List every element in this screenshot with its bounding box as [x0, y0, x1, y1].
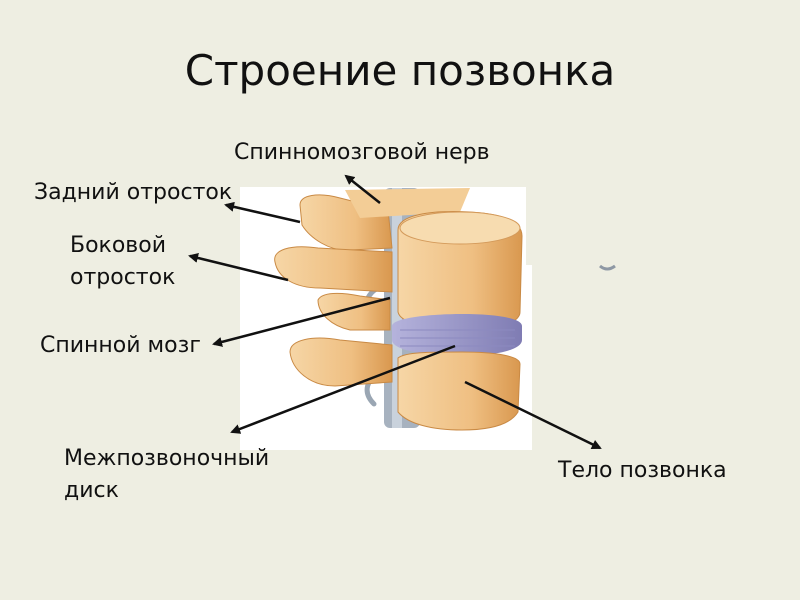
intervertebral-disc-shape — [392, 314, 522, 356]
arrow-lateral-process — [188, 253, 289, 282]
label-disc-line2: диск — [64, 478, 119, 503]
label-posterior-process: Задний отросток — [34, 180, 233, 205]
arrow-posterior-process — [224, 201, 301, 224]
arrow-vertebral-body — [464, 380, 602, 450]
label-disc-line1: Межпозвоночный — [64, 446, 270, 471]
label-spinal-cord: Спинной мозг — [40, 333, 201, 358]
arrow-disc — [230, 344, 456, 434]
arrow-spinal-cord — [212, 296, 391, 347]
slide-title: Строение позвонка — [184, 46, 616, 95]
arrow-spinal-nerve — [344, 174, 381, 204]
label-lateral-process-line1: Боковой — [70, 233, 167, 258]
label-spinal-nerve: Спинномозговой нерв — [234, 140, 490, 165]
label-vertebral-body: Тело позвонка — [558, 458, 727, 483]
label-lateral-process-line2: отросток — [70, 265, 176, 290]
panel-mark — [599, 264, 616, 271]
upper-vertebra — [274, 188, 523, 331]
pointer-arrows — [188, 174, 602, 450]
